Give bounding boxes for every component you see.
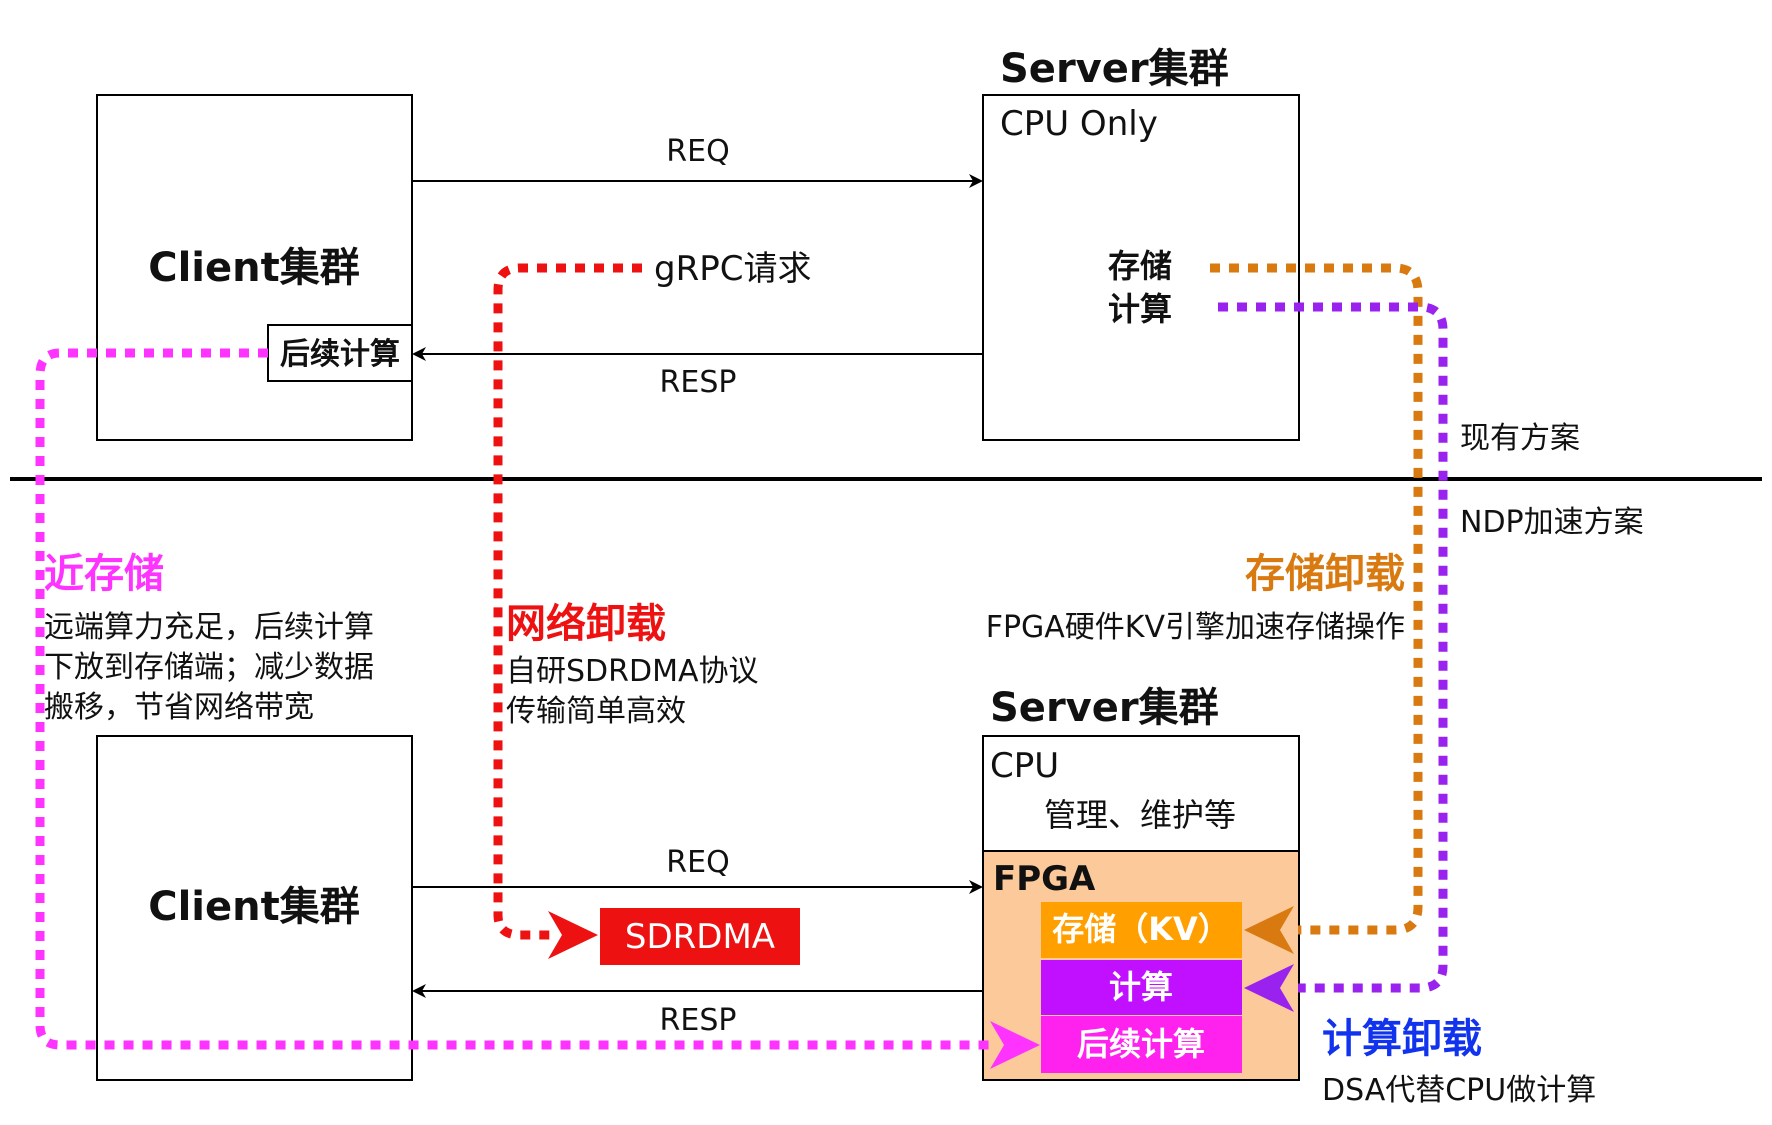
top-server-title: Server集群: [1000, 46, 1229, 92]
near-storage-arrowhead: [990, 1021, 1040, 1069]
bottom-server-title: Server集群: [990, 685, 1219, 731]
compute-offload-line: DSA代替CPU做计算: [1322, 1073, 1596, 1108]
storage-offload-arrowhead: [1244, 906, 1294, 954]
sdrdma-block: [600, 908, 800, 965]
near-storage-title: 近存储: [44, 551, 164, 597]
sdrdma-label: SDRDMA: [625, 917, 775, 957]
top-req-label: REQ: [666, 134, 729, 169]
network-offload-line: 自研SDRDMA协议: [506, 654, 759, 689]
top-grpc-label: gRPC请求: [654, 249, 811, 289]
near-storage-line: 下放到存储端；减少数据: [44, 650, 374, 685]
bottom-req-label: REQ: [666, 845, 729, 880]
bottom-server-cpu-sub: 管理、维护等: [1044, 796, 1236, 834]
compute-offload-arrowhead: [1244, 964, 1294, 1012]
bottom-client-label: Client集群: [148, 884, 360, 930]
existing-scheme-label: 现有方案: [1460, 421, 1580, 456]
storage-offload-title: 存储卸载: [1245, 551, 1405, 597]
top-server-cpu-label: CPU Only: [1000, 104, 1158, 144]
fpga-post-compute-label: 后续计算: [1077, 1025, 1205, 1063]
network-offload-flow-path: [493, 263, 642, 940]
top-client-box: [96, 94, 413, 441]
bottom-client-box: [96, 735, 413, 1081]
bottom-resp-label: RESP: [660, 1003, 737, 1038]
top-client-post-compute-label: 后续计算: [280, 337, 400, 372]
top-server-storage: 存储: [1108, 247, 1172, 285]
top-client-label: Client集群: [148, 245, 360, 291]
network-offload-line: 传输简单高效: [506, 694, 686, 729]
top-client-post-compute-box: [267, 324, 413, 382]
ndp-scheme-label: NDP加速方案: [1460, 505, 1644, 540]
near-storage-line: 远端算力充足，后续计算: [44, 610, 374, 645]
fpga-compute-block: [1041, 960, 1242, 1015]
storage-offload-flow-path: [1210, 263, 1423, 935]
compute-offload-flow-path: [1218, 302, 1448, 993]
fpga-compute-label: 计算: [1109, 968, 1173, 1006]
bottom-server-cpu-label: CPU: [990, 746, 1059, 786]
top-resp-label: RESP: [660, 365, 737, 400]
network-offload-title: 网络卸载: [506, 601, 666, 647]
fpga-storage-kv-block: [1041, 902, 1242, 958]
near-storage-line: 搬移，节省网络带宽: [44, 690, 314, 725]
fpga-post-compute-block: [1041, 1016, 1242, 1073]
fpga-storage-kv-label: 存储（KV）: [1052, 910, 1230, 948]
network-offload-arrowhead: [548, 911, 598, 959]
storage-offload-line: FPGA硬件KV引擎加速存储操作: [986, 610, 1405, 645]
fpga-label: FPGA: [993, 859, 1096, 899]
top-server-box: [982, 94, 1300, 441]
top-server-compute: 计算: [1108, 290, 1172, 328]
near-storage-flow-path: [35, 348, 990, 1050]
compute-offload-title: 计算卸载: [1322, 1016, 1482, 1062]
